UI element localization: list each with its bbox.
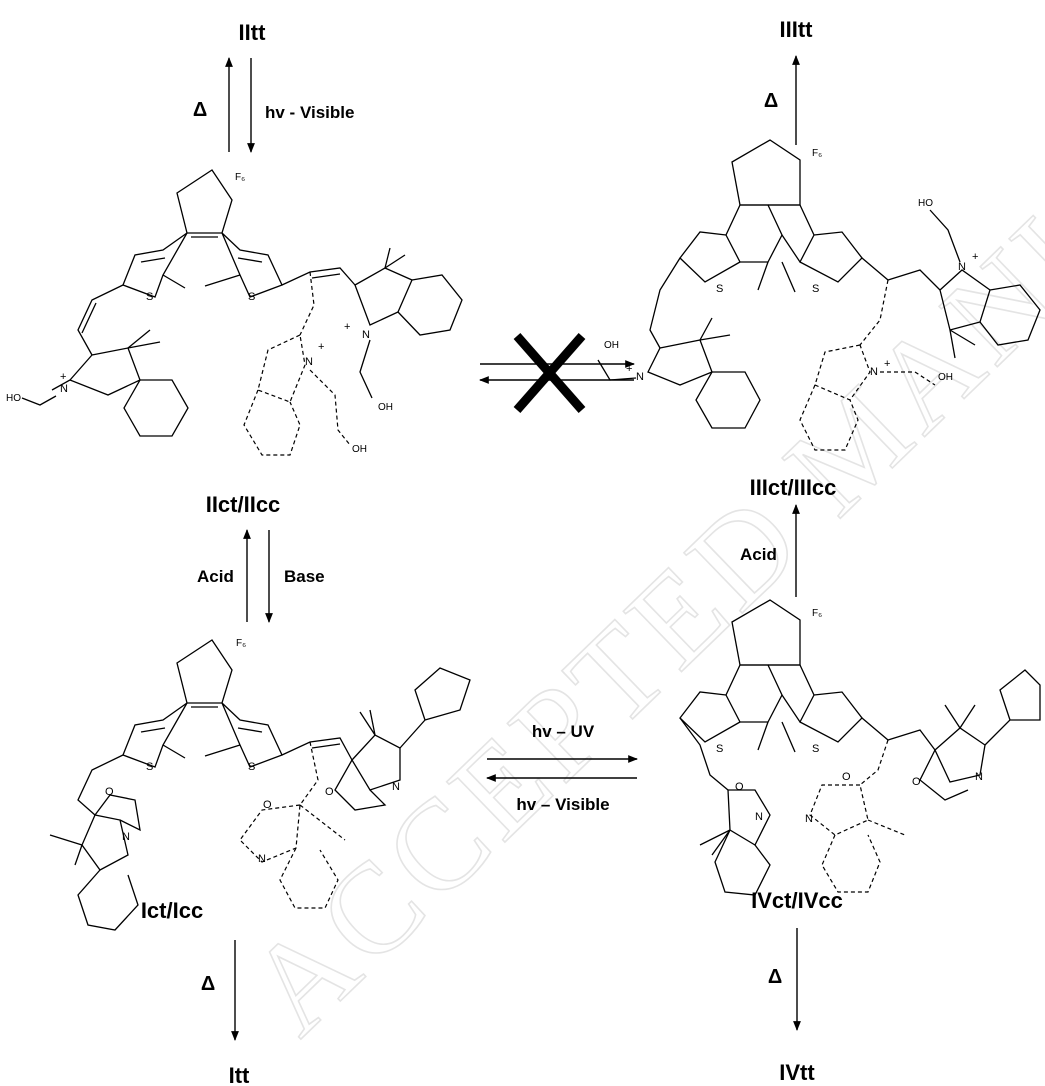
base-label-left: Base [284, 567, 325, 586]
o-atom: O [842, 771, 851, 783]
plus-charge: + [344, 321, 350, 333]
delta-label-top: Δ [193, 99, 207, 121]
n-atom: N [805, 813, 813, 825]
n-atom: N [60, 383, 68, 395]
delta-label-right-bottom: Δ [768, 966, 782, 988]
n-atom: N [975, 771, 983, 783]
s-atom: S [248, 291, 255, 303]
plus-charge: + [60, 371, 66, 383]
label-ict-icc: Ict/Icc [141, 898, 203, 923]
structure-iiict-iiicc: F₆ S S N + OH N + HO N + OH [597, 139, 1041, 451]
plus-charge: + [318, 341, 324, 353]
s-atom: S [716, 283, 723, 295]
hv-visible-label-top: hv - Visible [265, 103, 354, 122]
n-atom: N [870, 366, 878, 378]
cross-icon [513, 333, 586, 413]
n-atom: N [755, 811, 763, 823]
s-atom: S [716, 743, 723, 755]
label-ivct-ivcc: IVct/IVcc [751, 888, 843, 913]
structure-iict-iicc: F₆ S S N + HO N + OH [6, 169, 463, 456]
o-atom: O [105, 786, 114, 798]
f6-label: F₆ [236, 638, 246, 649]
oh-label: OH [604, 340, 619, 351]
n-atom: N [392, 781, 400, 793]
label-itt: Itt [229, 1063, 250, 1086]
n-atom: N [636, 371, 644, 383]
label-iiitt: IIItt [780, 17, 814, 42]
hv-visible-label-bottom: hv – Visible [516, 795, 609, 814]
label-ivtt: IVtt [779, 1060, 815, 1085]
acid-label-left: Acid [197, 567, 234, 586]
plus-charge: + [626, 363, 632, 375]
s-atom: S [146, 761, 153, 773]
label-iiict-iiicc: IIIct/IIIcc [750, 475, 837, 500]
f6-label: F₆ [812, 148, 822, 159]
hv-uv-label: hv – UV [532, 722, 595, 741]
acid-label-right: Acid [740, 545, 777, 564]
o-atom: O [263, 799, 272, 811]
structure-ict-icc: F₆ S S O N O N O N [49, 638, 471, 931]
oh-label: OH [378, 402, 393, 413]
delta-label-left-bottom: Δ [201, 973, 215, 995]
structure-ivct-ivcc: F₆ S S O N O N O N [679, 599, 1041, 896]
o-atom: O [912, 776, 921, 788]
s-atom: S [812, 283, 819, 295]
s-atom: S [812, 743, 819, 755]
n-atom: N [122, 831, 130, 843]
plus-charge: + [884, 358, 890, 370]
n-atom: N [305, 356, 313, 368]
oh-label: OH [938, 372, 953, 383]
s-atom: S [248, 761, 255, 773]
o-atom: O [325, 786, 334, 798]
f6-label: F₆ [235, 172, 245, 183]
f6-label: F₆ [812, 608, 822, 619]
label-iict-iicc: IIct/IIcc [206, 492, 281, 517]
n-atom: N [258, 853, 266, 865]
watermark: ACCEPTED MANUSCRIPT [221, 0, 1045, 1060]
oh-label: OH [352, 444, 367, 455]
ho-label: HO [918, 198, 933, 209]
s-atom: S [146, 291, 153, 303]
ho-label: HO [6, 393, 21, 404]
o-atom: O [735, 781, 744, 793]
n-atom: N [958, 261, 966, 273]
delta-label-right-top: Δ [764, 90, 778, 112]
plus-charge: + [972, 251, 978, 263]
n-atom: N [362, 329, 370, 341]
label-iitt: IItt [239, 20, 267, 45]
